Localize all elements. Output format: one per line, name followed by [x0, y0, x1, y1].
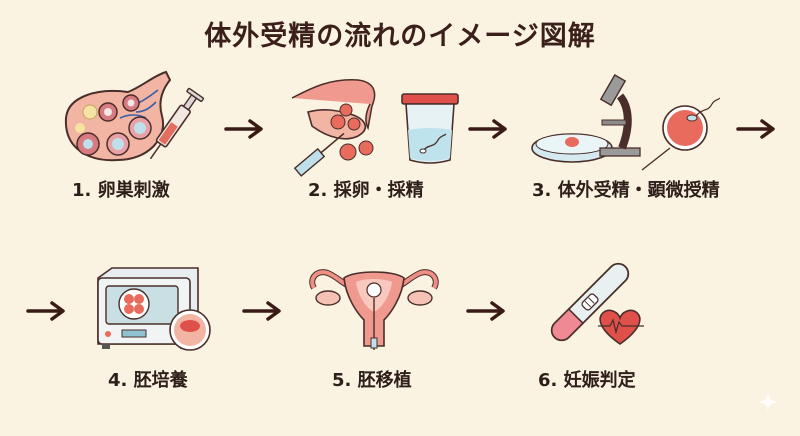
step-1-ovarian-stimulation: [58, 68, 208, 178]
step-3-label: 3. 体外受精・顕微授精: [532, 180, 720, 201]
arrow-2-3: [468, 118, 510, 140]
page-title: 体外受精の流れのイメージ図解: [204, 21, 596, 52]
step-3-ivf-icsi: [530, 68, 720, 178]
arrow-3-4: [736, 118, 778, 140]
step-4-embryo-culture: [94, 264, 214, 360]
pregnancy-test-heart-icon: [550, 262, 644, 345]
step-2-label: 2. 採卵・採精: [308, 180, 424, 201]
petri-dish-microscope-icsi-icon: [531, 74, 720, 171]
sparkle-icon: [758, 392, 778, 412]
step-1-label: 1. 卵巣刺激: [72, 180, 170, 201]
step-5-embryo-transfer: [304, 258, 444, 358]
arrow-4-5: [242, 300, 284, 322]
ovary-syringe-icon: [64, 70, 205, 162]
step-2-egg-sperm-retrieval: [288, 68, 468, 178]
uterus-transfer-icon: [309, 269, 439, 350]
arrow-5-6: [466, 300, 508, 322]
egg-retrieval-sperm-cup-icon: [291, 79, 459, 177]
arrow-row2-start: [26, 300, 68, 322]
arrow-1-2: [224, 118, 266, 140]
step-4-label: 4. 胚培養: [108, 370, 188, 391]
step-6-pregnancy-test: [540, 254, 650, 354]
incubator-embryo-icon: [97, 267, 211, 351]
step-5-label: 5. 胚移植: [332, 370, 412, 391]
step-6-label: 6. 妊娠判定: [538, 370, 636, 391]
